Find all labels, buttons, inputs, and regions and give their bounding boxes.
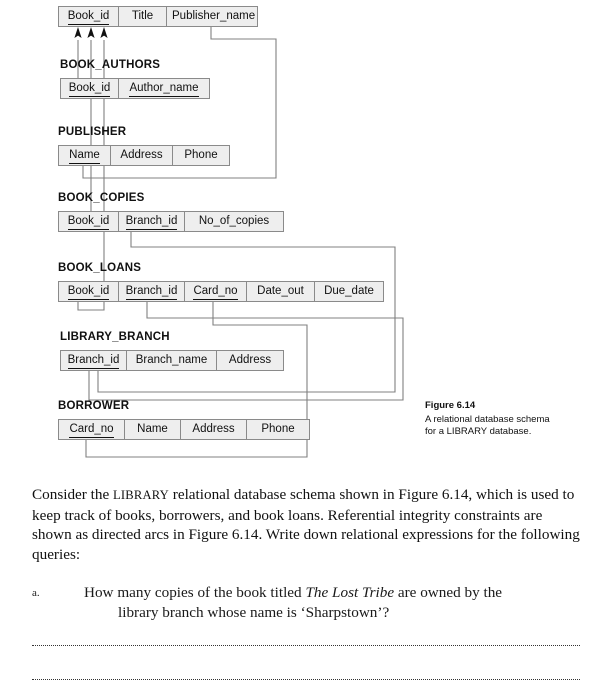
question-text-post: are owned by the xyxy=(394,584,503,601)
attribute-label: Title xyxy=(131,10,154,22)
relation-name-book_copies: BOOK_COPIES xyxy=(58,192,145,204)
answer-dotted-line-2 xyxy=(32,679,580,680)
attribute-no_of_copies: No_of_copies xyxy=(185,212,283,231)
question-text: How many copies of the book titled The L… xyxy=(84,583,580,622)
relation-name-book_loans: BOOK_LOANS xyxy=(58,262,142,274)
attribute-label: Branch_id xyxy=(125,214,178,230)
attribute-label: Card_no xyxy=(69,422,114,438)
paragraph-pre: Consider the xyxy=(32,486,113,503)
attribute-publisher_name: Publisher_name xyxy=(167,7,257,26)
attribute-label: Date_out xyxy=(257,285,304,297)
book-title-italic: The Lost Tribe xyxy=(305,584,395,601)
question-label: a. xyxy=(32,587,40,599)
attribute-book_id: Book_id xyxy=(59,212,119,231)
figure-caption-title: Figure 6.14 xyxy=(425,400,476,411)
attribute-label: Address xyxy=(120,149,163,161)
relation-table-book_loans: Book_id Branch_id Card_no Date_out Due_date xyxy=(58,281,384,302)
relation-table-book_authors: Book_id Author_name xyxy=(60,78,210,99)
attribute-book_id: Book_id xyxy=(59,7,119,26)
relation-name-publisher: PUBLISHER xyxy=(58,126,127,138)
question-text-pre: How many copies of the book titled xyxy=(84,584,306,601)
relation-table-library_branch: Branch_id Branch_name Address xyxy=(60,350,284,371)
attribute-label: Book_id xyxy=(68,81,111,97)
attribute-date_out: Date_out xyxy=(247,282,315,301)
attribute-label: Address xyxy=(228,354,272,366)
attribute-branch_id: Branch_id xyxy=(119,212,185,231)
relation-name-book_authors: BOOK_AUTHORS xyxy=(60,59,161,71)
relation-table-book: Book_id Title Publisher_name xyxy=(58,6,258,27)
attribute-label: Name xyxy=(69,148,100,164)
attribute-label: Book_id xyxy=(67,214,110,230)
attribute-label: Author_name xyxy=(129,81,199,97)
attribute-label: Card_no xyxy=(193,284,238,300)
attribute-book_id: Book_id xyxy=(61,79,119,98)
attribute-author_name: Author_name xyxy=(119,79,209,98)
attribute-label: Due_date xyxy=(324,285,374,297)
attribute-label: Phone xyxy=(184,149,218,161)
attribute-book_id: Book_id xyxy=(59,282,119,301)
figure-caption-body: A relational database schema for a LIBRA… xyxy=(425,413,550,438)
attribute-branch_name: Branch_name xyxy=(127,351,217,370)
attribute-card_no: Card_no xyxy=(185,282,247,301)
attribute-card_no: Card_no xyxy=(59,420,125,439)
body-paragraph: Consider the LIBRARY relational database… xyxy=(32,485,580,564)
relation-table-publisher: Name Address Phone xyxy=(58,145,230,166)
attribute-label: Book_id xyxy=(67,9,110,25)
attribute-address: Address xyxy=(181,420,247,439)
question-item-a: a. How many copies of the book titled Th… xyxy=(32,583,580,622)
attribute-label: No_of_copies xyxy=(198,215,270,227)
attribute-label: Publisher_name xyxy=(172,10,256,22)
attribute-name: Name xyxy=(59,146,111,165)
attribute-name: Name xyxy=(125,420,181,439)
attribute-branch_id: Branch_id xyxy=(119,282,185,301)
attribute-label: Branch_id xyxy=(125,284,178,300)
paragraph-smallcaps: LIBRARY xyxy=(113,488,169,502)
paragraph-post: relational database schema shown in Figu… xyxy=(32,486,580,563)
attribute-address: Address xyxy=(111,146,173,165)
relation-table-borrower: Card_no Name Address Phone xyxy=(58,419,310,440)
attribute-label: Address xyxy=(192,423,235,435)
attribute-label: Name xyxy=(137,423,168,435)
attribute-phone: Phone xyxy=(173,146,229,165)
answer-dotted-line-1 xyxy=(32,645,580,646)
figure-caption: Figure 6.14 A relational database schema… xyxy=(425,400,555,439)
question-list: a. How many copies of the book titled Th… xyxy=(32,583,580,622)
relation-table-book_copies: Book_id Branch_id No_of_copies xyxy=(58,211,284,232)
attribute-due_date: Due_date xyxy=(315,282,383,301)
attribute-address: Address xyxy=(217,351,283,370)
attribute-label: Book_id xyxy=(67,284,110,300)
relation-name-borrower: BORROWER xyxy=(58,400,130,412)
attribute-branch_id: Branch_id xyxy=(61,351,127,370)
attribute-phone: Phone xyxy=(247,420,309,439)
attribute-title: Title xyxy=(119,7,167,26)
attribute-label: Branch_id xyxy=(67,353,120,369)
attribute-label: Phone xyxy=(261,423,295,435)
question-text-line2: library branch whose name is ‘Sharpstown… xyxy=(118,603,390,621)
attribute-label: Branch_name xyxy=(135,354,208,366)
relation-name-library_branch: LIBRARY_BRANCH xyxy=(60,331,170,343)
